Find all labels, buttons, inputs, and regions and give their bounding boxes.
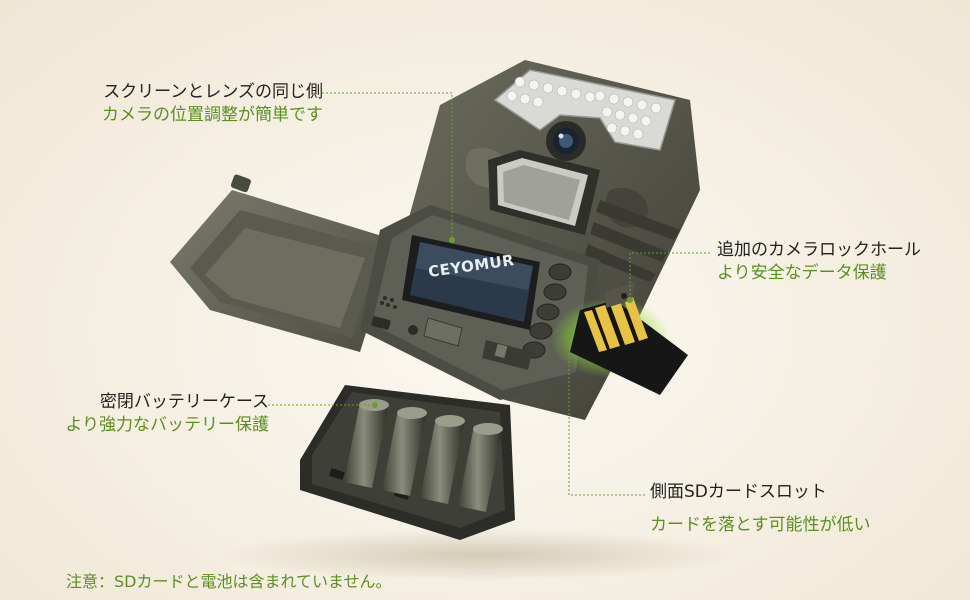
ir-led bbox=[614, 109, 626, 121]
ir-led bbox=[532, 96, 544, 108]
ir-led bbox=[594, 90, 606, 102]
device-button-menu bbox=[548, 263, 572, 281]
leader-sd-slot bbox=[568, 335, 645, 496]
device-button-up bbox=[543, 283, 567, 301]
device-button-down bbox=[536, 303, 560, 321]
pir-sensor-icon bbox=[488, 150, 600, 235]
leader-lock-hole bbox=[629, 252, 710, 300]
callout-lock-hole: 追加のカメラロックホール より安全なデータ保護 bbox=[717, 240, 921, 285]
ir-led bbox=[519, 93, 531, 105]
ir-led bbox=[632, 128, 644, 140]
callout-title: 追加のカメラロックホール bbox=[717, 240, 921, 260]
callout-subtitle: カメラの位置調整が簡単です bbox=[102, 105, 323, 126]
ir-led bbox=[506, 90, 518, 102]
ir-led bbox=[601, 106, 613, 118]
back-door bbox=[170, 174, 395, 352]
ir-led bbox=[608, 93, 620, 105]
callout-sd-slot: 側面SDカードスロット カードを落とす可能性が低い bbox=[650, 482, 871, 537]
ir-led bbox=[650, 102, 662, 114]
callout-title: 密閉バッテリーケース bbox=[99, 392, 269, 412]
callout-subtitle: カードを落とす可能性が低い bbox=[650, 515, 871, 536]
ir-led bbox=[514, 76, 526, 88]
callout-title: 側面SDカードスロット bbox=[650, 482, 827, 502]
ir-led bbox=[627, 112, 639, 124]
ir-led bbox=[622, 96, 634, 108]
ir-led bbox=[570, 88, 582, 100]
ir-led bbox=[528, 79, 540, 91]
ir-led bbox=[640, 115, 652, 127]
battery-cell bbox=[458, 423, 503, 512]
battery-cell bbox=[382, 407, 427, 496]
sd-card-icon bbox=[550, 297, 688, 395]
callout-subtitle: より安全なデータ保護 bbox=[717, 263, 887, 284]
callout-battery-case: 密閉バッテリーケース より強力なバッテリー保護 bbox=[44, 392, 269, 437]
leader-screen-lens bbox=[322, 92, 453, 240]
ir-led bbox=[556, 85, 568, 97]
callout-subtitle: より強力なバッテリー保護 bbox=[65, 415, 269, 436]
lcd-screen bbox=[402, 235, 540, 330]
callout-screen-lens: スクリーンとレンズの同じ側 カメラの位置調整が簡単です bbox=[95, 82, 323, 127]
ir-led bbox=[619, 125, 631, 137]
lens-icon bbox=[546, 121, 586, 161]
callout-title: スクリーンとレンズの同じ側 bbox=[103, 82, 323, 102]
ir-led bbox=[606, 122, 618, 134]
floor-shadow bbox=[220, 529, 740, 581]
lock-hole bbox=[605, 282, 635, 308]
battery-cell bbox=[420, 415, 465, 504]
ir-led bbox=[542, 82, 554, 94]
ir-led bbox=[636, 99, 648, 111]
disclaimer-note: 注意：SDカードと電池は含まれていません。 bbox=[66, 572, 392, 591]
